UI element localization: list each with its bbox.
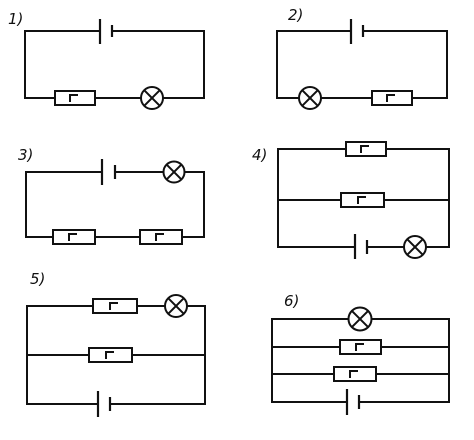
circuit-3: 3) (18, 146, 205, 245)
lamp-icon (298, 86, 322, 110)
battery-icon (353, 234, 369, 259)
circuit-6-number: 6) (284, 292, 299, 310)
battery-icon (96, 391, 112, 417)
resistor-icon (88, 347, 133, 363)
resistor-icon (54, 90, 96, 106)
circuit-2-number: 2) (288, 6, 303, 24)
lamp-icon (162, 160, 186, 184)
lamp-icon (403, 235, 427, 259)
circuit-2: 2) (276, 6, 448, 110)
resistor-icon (340, 192, 385, 208)
lamp-icon (140, 86, 164, 110)
wire (24, 30, 101, 99)
lamp-icon (347, 306, 373, 332)
resistor-icon (345, 141, 387, 157)
lamp-icon (164, 294, 188, 318)
battery-icon (345, 389, 361, 415)
resistor-icon (371, 90, 413, 106)
wire (111, 30, 205, 99)
circuit-4: 4) (252, 141, 450, 259)
wire (181, 171, 205, 238)
resistor-icon (339, 339, 382, 355)
wire (25, 171, 103, 238)
circuit-5: 5) (26, 270, 206, 417)
battery-icon (349, 19, 365, 44)
battery-icon (100, 159, 117, 185)
circuit-1-number: 1) (8, 10, 23, 28)
resistor-icon (139, 229, 183, 245)
circuit-4-number: 4) (252, 146, 267, 164)
circuit-6: 6) (271, 292, 450, 415)
battery-icon (98, 19, 114, 44)
wire (362, 30, 448, 99)
wire (276, 30, 352, 99)
resistor-icon (52, 229, 96, 245)
circuit-5-number: 5) (30, 270, 45, 288)
resistor-icon (333, 366, 377, 382)
circuit-1: 1) (8, 10, 205, 110)
circuit-3-number: 3) (18, 146, 33, 164)
resistor-icon (92, 298, 138, 314)
